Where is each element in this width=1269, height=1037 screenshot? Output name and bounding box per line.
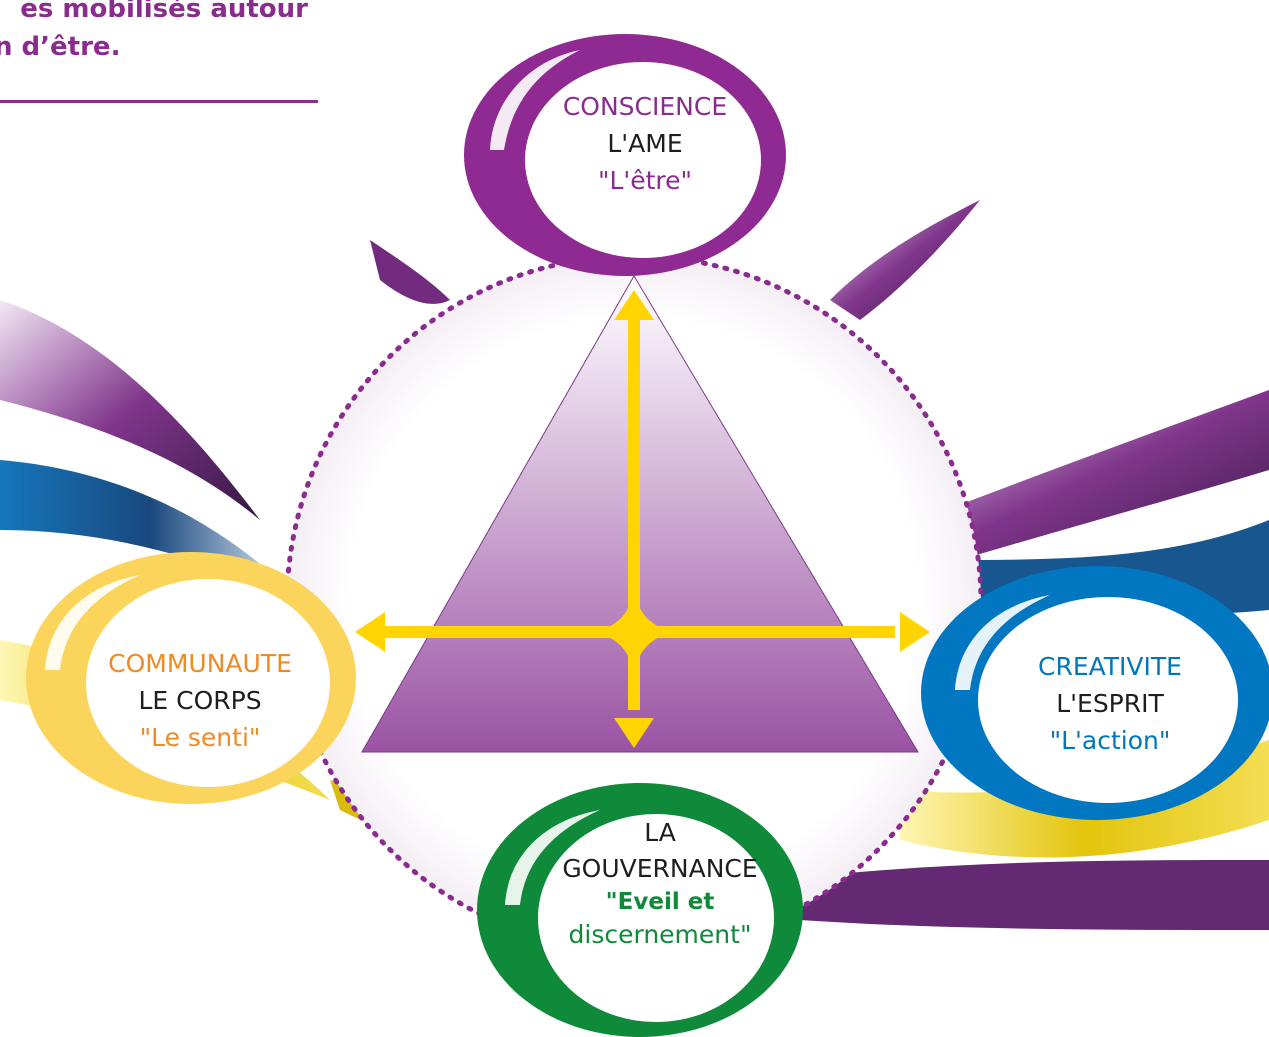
arrow-head-up <box>614 290 654 320</box>
node-left-title: COMMUNAUTE <box>108 649 292 678</box>
node-top-label: CONSCIENCE L'AME "L'être" <box>545 88 745 199</box>
header-text: es mobilisés autour n d’être. <box>0 0 314 66</box>
arrow-head-right <box>900 612 930 652</box>
header-line-2: n d’être. <box>0 32 121 62</box>
node-bottom-quote-line-1: "Eveil et <box>605 889 715 915</box>
node-right-circle <box>921 566 1269 820</box>
node-top-title: CONSCIENCE <box>562 92 728 121</box>
node-top-quote: "L'être" <box>597 166 693 195</box>
node-bottom-quote-line-2: discernement" <box>568 920 752 949</box>
node-bottom-label: LA GOUVERNANCE "Eveil et discernement" <box>540 815 780 953</box>
node-left-subtitle: LE CORPS <box>138 686 262 715</box>
swoosh-left-purple <box>0 300 260 520</box>
swoosh-top-right-purple <box>830 200 980 320</box>
node-right-label: CREATIVITE L'ESPRIT "L'action" <box>1005 648 1215 759</box>
swoosh-right-purple <box>920 390 1269 560</box>
node-right-title: CREATIVITE <box>1038 652 1182 681</box>
swoosh-top-left-purple <box>370 240 450 304</box>
node-bottom-title-line-1: LA <box>644 818 676 847</box>
node-top-circle <box>464 34 786 276</box>
node-left-circle <box>26 552 356 804</box>
header-line-1: es mobilisés autour <box>20 0 308 24</box>
node-left-label: COMMUNAUTE LE CORPS "Le senti" <box>85 645 315 756</box>
arrow-cross <box>355 290 930 748</box>
arrow-center-star <box>592 590 676 674</box>
node-right-quote: "L'action" <box>1049 726 1171 755</box>
arrow-head-left <box>355 612 385 652</box>
node-right-subtitle: L'ESPRIT <box>1056 689 1164 718</box>
swoosh-right-lower-purple <box>780 860 1269 930</box>
node-left-quote: "Le senti" <box>139 723 261 752</box>
arrow-head-down <box>614 718 654 748</box>
node-bottom-title-line-2: GOUVERNANCE <box>562 854 758 883</box>
node-top-subtitle: L'AME <box>607 129 683 158</box>
header-rule <box>0 100 318 103</box>
node-bottom-circle <box>477 783 803 1037</box>
